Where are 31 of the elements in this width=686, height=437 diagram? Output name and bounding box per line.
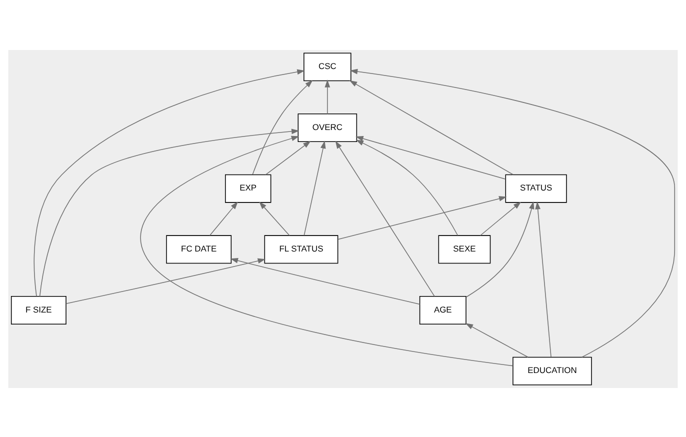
node-box: OVERC: [298, 113, 358, 142]
arrow: [535, 201, 552, 357]
arrow: [356, 136, 506, 180]
arrow: [259, 201, 290, 236]
arrow: [324, 79, 330, 114]
arrow: [265, 140, 311, 175]
arrow: [356, 139, 458, 236]
arrow: [34, 68, 305, 296]
arrow: [465, 322, 528, 358]
arrow: [304, 140, 326, 236]
arrow: [39, 128, 300, 296]
arrow: [209, 201, 238, 236]
arrow: [140, 135, 514, 366]
node-box: EDUCATION: [512, 356, 592, 385]
arrow: [480, 201, 522, 236]
arrow: [230, 258, 420, 304]
node-box: SEXE: [438, 234, 491, 264]
node-box: FC DATE: [166, 234, 232, 264]
node-box: EXP: [225, 174, 272, 202]
arrow: [252, 80, 313, 174]
node-box: FL STATUS: [264, 234, 338, 264]
node-box: STATUS: [505, 174, 567, 202]
node-box: CSC: [304, 52, 352, 81]
arrow: [466, 200, 534, 297]
arrow: [349, 80, 514, 174]
arrow: [350, 68, 676, 358]
node-box: AGE: [419, 296, 466, 324]
node-box: F SIZE: [10, 296, 66, 324]
arrow: [338, 196, 507, 240]
arrow: [66, 258, 266, 304]
arrow: [335, 140, 435, 296]
